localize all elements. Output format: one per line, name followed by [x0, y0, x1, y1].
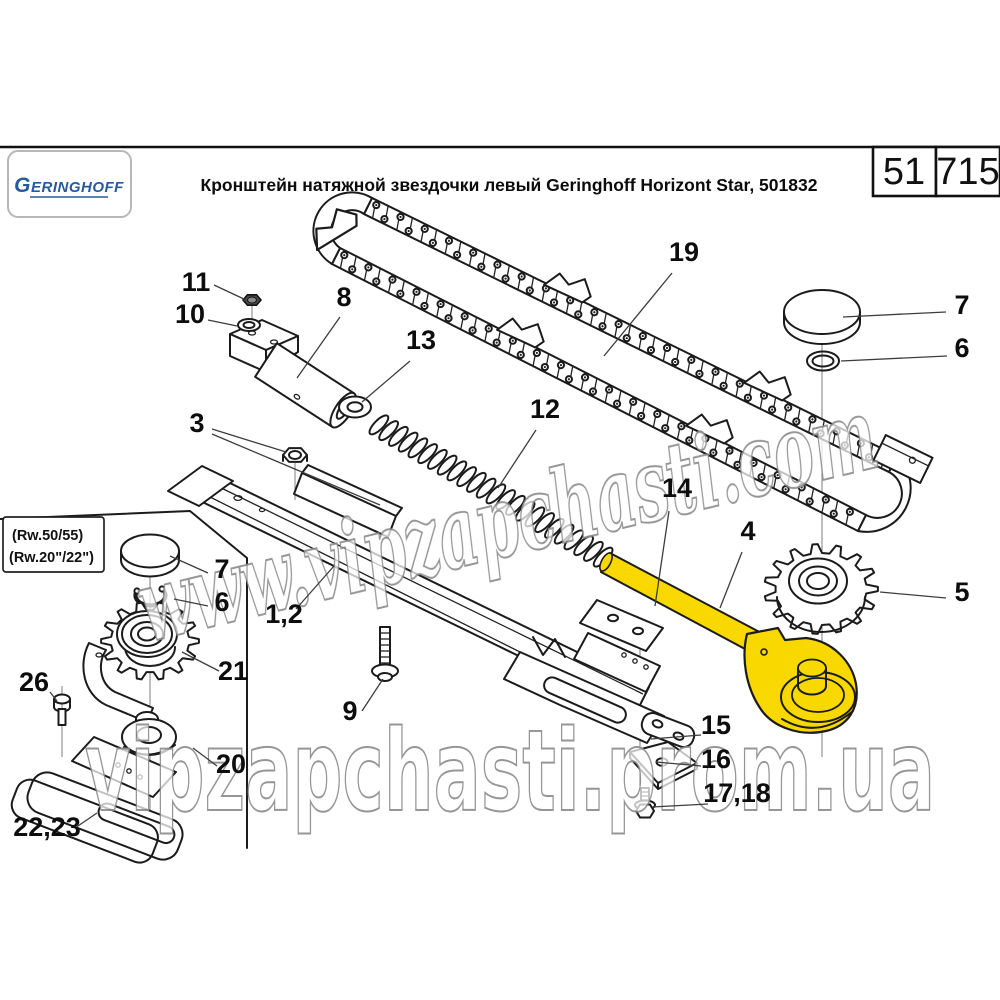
leader-line-19 [603, 272, 673, 357]
part-label-17_18: 17,18 [703, 778, 771, 808]
part-label-14: 14 [662, 473, 692, 503]
leader-line-6 [840, 355, 948, 362]
part-label-11: 11 [182, 267, 211, 297]
part-21-sprocket-inset [100, 601, 200, 681]
page-number-right: 715 [936, 151, 999, 193]
part-label-4: 4 [740, 516, 755, 546]
part-1-2-cutter-bar-rail [167, 464, 665, 744]
inset-note-box: (Rw.50/55) (Rw.20"/22") [2, 516, 105, 573]
part-12-tension-spring [368, 414, 614, 568]
chain-paddle-lug [685, 413, 734, 445]
part-13-washer [338, 395, 372, 419]
part-5-tension-sprocket [763, 543, 879, 635]
part-label-12: 12 [530, 394, 560, 424]
part-label-21: 21 [218, 656, 248, 686]
leader-line-11 [213, 284, 247, 301]
part-17-18-bolt [634, 787, 656, 819]
page-number-left: 51 [883, 151, 925, 193]
leader-line-26 [49, 691, 58, 702]
leader-line-3 [211, 428, 287, 453]
part-7-plastic-cap [783, 289, 861, 345]
part-9-bolt [371, 626, 399, 682]
leader-line-13 [361, 360, 411, 403]
logo-text: GERINGHOFF [14, 174, 124, 197]
part-label-7b: 7 [214, 554, 229, 584]
part-20-bracket-roller-inset [71, 642, 177, 798]
part-19-gathering-chain [312, 191, 934, 533]
leader-line-7b [169, 555, 209, 574]
inset-note-line2: (Rw.20"/22") [9, 550, 94, 566]
page-number-box-right [934, 145, 1000, 198]
part-6-o-ring [806, 350, 840, 372]
leader-line-20 [192, 747, 218, 767]
logo-box [7, 150, 132, 218]
leader-line-17_18 [651, 803, 709, 808]
watermark-horizontal: vipzapchasti.prom.ua [85, 707, 935, 837]
part-label-15: 15 [701, 710, 731, 740]
part-15-link-plate [640, 711, 696, 749]
chain-paddle-lug [743, 370, 792, 402]
leader-line-1_2 [295, 565, 335, 610]
leader-line-4 [719, 551, 743, 609]
leader-line-12 [497, 429, 537, 489]
leader-line-7 [842, 311, 947, 318]
part-label-7: 7 [954, 290, 969, 320]
part-label-6: 6 [954, 333, 969, 363]
page-number-boxes: 51 715 [871, 145, 1000, 198]
part-label-6b: 6 [214, 587, 229, 617]
part-label-20: 20 [216, 749, 246, 779]
leader-line-9 [361, 678, 384, 712]
part-26-bolt-inset [53, 693, 71, 726]
leader-line-8 [296, 316, 341, 379]
leader-line-5 [879, 591, 947, 599]
part-label-13: 13 [406, 325, 436, 355]
leader-line-14 [654, 510, 670, 607]
part-label-3: 3 [189, 408, 204, 438]
leader-line-15 [650, 734, 702, 740]
part-3-nut [282, 447, 308, 463]
page-title: Кронштейн натяжной звездочки левый Gerin… [201, 175, 818, 195]
part-11-nut [241, 293, 263, 307]
part-22-23-skid-plate-inset [10, 771, 184, 864]
part-14-clamp-plate [579, 599, 664, 652]
logo-rest: ERINGHOFF [31, 179, 124, 196]
part-7b-plastic-cap-inset [120, 533, 180, 578]
leader-line-16 [655, 761, 702, 767]
leader-line-21 [181, 651, 220, 672]
chain-end-bracket [872, 434, 934, 484]
logo-initial: G [14, 174, 31, 197]
inset-note-line1: (Rw.50/55) [12, 528, 83, 544]
part-8-bracket-tube [229, 319, 357, 429]
part-label-16: 16 [701, 744, 731, 774]
leader-line-10 [207, 319, 238, 327]
part-label-5: 5 [954, 577, 969, 607]
chain-paddle-lug [543, 272, 592, 304]
part-10-washer [237, 318, 261, 332]
leader-line-3 [211, 433, 381, 506]
part-6b-snap-ring-inset [133, 585, 168, 608]
part-4-tension-bracket-highlighted [599, 552, 858, 734]
chain-paddle-lug [496, 317, 545, 349]
part-label-9: 9 [342, 696, 357, 726]
part-label-10: 10 [175, 299, 205, 329]
part-label-1_2: 1,2 [265, 599, 303, 629]
geringhoff-logo: GERINGHOFF [7, 150, 132, 218]
part-label-26: 26 [19, 667, 49, 697]
part-label-22_23: 22,23 [13, 812, 81, 842]
header: GERINGHOFF Кронштейн натяжной звездочки … [0, 145, 1000, 218]
part-label-19: 19 [669, 237, 699, 267]
page-number-box-left [871, 145, 938, 198]
part-label-8: 8 [336, 282, 351, 312]
chain-paddle-lug [315, 208, 358, 252]
inset-variant-view: (Rw.50/55) (Rw.20"/22") [0, 510, 248, 864]
leader-line-22_23 [74, 812, 98, 829]
leader-line-6b [173, 598, 209, 607]
